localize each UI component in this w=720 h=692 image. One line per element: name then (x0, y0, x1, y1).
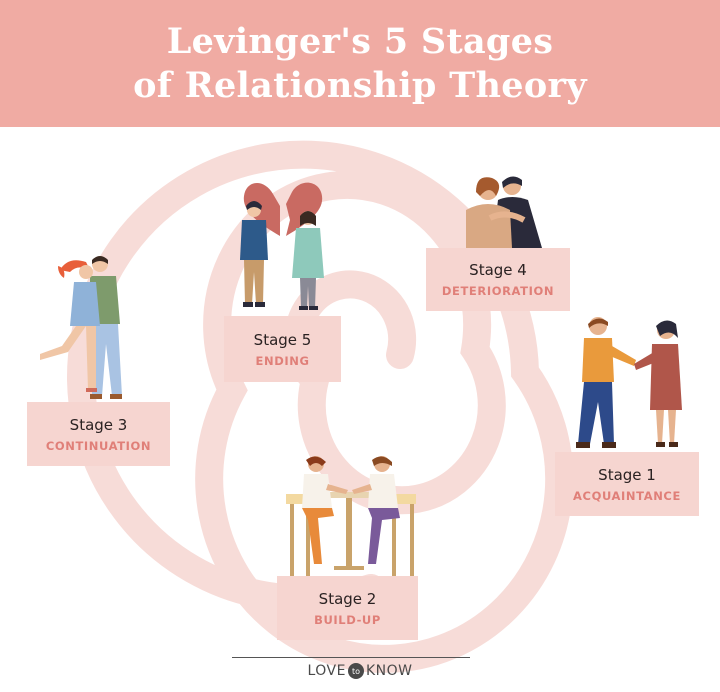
logo-text-know: KNOW (365, 663, 413, 679)
footer-divider (232, 657, 470, 658)
logo-badge-icon: to (347, 663, 364, 679)
kissing-couple-icon (40, 256, 122, 399)
stage-1-card: Stage 1 ACQUAINTANCE (555, 452, 699, 516)
title-banner: Levinger's 5 Stages of Relationship Theo… (0, 0, 720, 127)
stage-5-name: ENDING (255, 353, 310, 368)
loveknow-logo: LOVE to KNOW (0, 663, 720, 679)
stage-2-number: Stage 2 (318, 589, 377, 608)
handshake-couple-icon (576, 317, 682, 448)
stage-3-card: Stage 3 CONTINUATION (27, 402, 170, 466)
stage-2-card: Stage 2 BUILD-UP (277, 576, 418, 640)
stage-1-name: ACQUAINTANCE (573, 488, 681, 503)
stage-5-card: Stage 5 ENDING (224, 316, 341, 382)
stage-3-number: Stage 3 (69, 415, 128, 434)
logo-text-love: LOVE (307, 663, 346, 679)
couple-at-table-icon (286, 456, 416, 576)
stage-3-name: CONTINUATION (45, 438, 152, 453)
title-line-1: Levinger's 5 Stages (166, 20, 554, 62)
broken-heart-couple-icon (240, 182, 324, 310)
sad-couple-icon (466, 176, 542, 248)
stage-4-number: Stage 4 (469, 261, 527, 279)
stage-4-card: Stage 4 DETERIORATION (426, 248, 570, 311)
stage-4-name: DETERIORATION (441, 284, 555, 298)
title-line-2: of Relationship Theory (133, 64, 587, 106)
spiral-background (67, 140, 574, 673)
stage-2-name: BUILD-UP (314, 612, 381, 627)
stage-1-number: Stage 1 (598, 465, 656, 484)
stage-5-number: Stage 5 (253, 330, 312, 349)
